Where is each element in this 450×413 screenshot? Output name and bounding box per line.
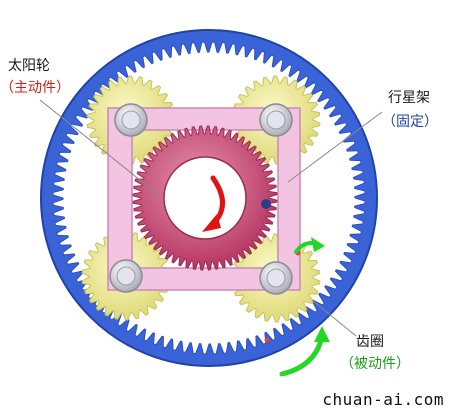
planet-hub-center	[266, 268, 286, 288]
ring-leader-line	[311, 299, 357, 337]
ring-gear-role-label: （被动件）	[340, 356, 410, 372]
sun-gear-label: 太阳轮	[8, 58, 50, 74]
ring-marker-dot	[264, 337, 270, 343]
carrier-role-label: （固定）	[382, 114, 438, 130]
carrier-label: 行星架	[388, 90, 430, 106]
planet-hub-center	[266, 110, 286, 130]
carrier-leader-line	[287, 111, 383, 183]
site-watermark: chuan-ai.com	[322, 390, 444, 409]
planet-hub-center	[121, 110, 141, 130]
sun-gear-role-label: （主动件）	[0, 80, 70, 96]
sun-rotation-arrow-icon	[202, 175, 225, 232]
ring-rotation-arrow-lower-icon	[279, 326, 330, 377]
planet-hubs	[109, 103, 293, 295]
sun-leader-line	[39, 99, 161, 197]
sun-gear	[132, 125, 278, 271]
ring-gear-label: 齿圈	[356, 334, 384, 350]
planet-hub-center	[116, 266, 136, 286]
ring-rotation-arrow-upper-icon	[294, 237, 325, 254]
sun-gear-bore	[163, 156, 247, 240]
sun-gear-marker-dot	[261, 199, 271, 209]
